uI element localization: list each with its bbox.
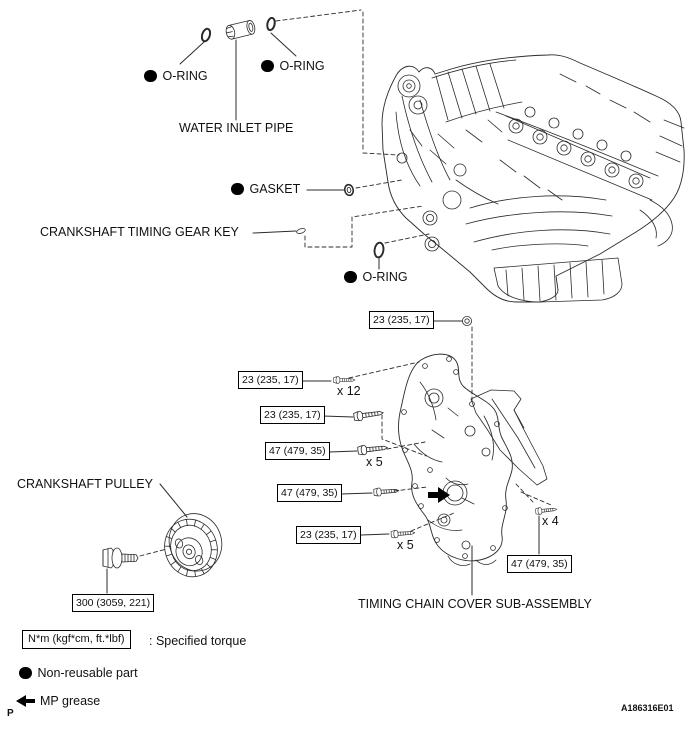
torque-box-4: 47 (479, 35) xyxy=(277,484,342,502)
timing-chain-cover-illustration xyxy=(398,353,548,566)
part-label-timing-chain-cover: TIMING CHAIN COVER SUB-ASSEMBLY xyxy=(358,597,592,611)
leader-lines xyxy=(106,32,540,596)
crankshaft-pulley-illustration xyxy=(164,513,223,578)
mp-grease-arrow-icon xyxy=(428,487,450,503)
part-label-gasket: GASKET xyxy=(231,182,300,196)
non-reusable-dot-icon xyxy=(261,59,274,72)
legend-non-reusable: Non-reusable part xyxy=(19,666,138,680)
legend-mp-grease: MP grease xyxy=(40,694,101,708)
cover-bolt-5-icon xyxy=(390,528,416,539)
upper-nut-icon xyxy=(461,315,472,326)
part-label-oring-top-left: O-RING xyxy=(144,69,208,83)
engine-assembly-illustration xyxy=(381,54,685,303)
oring-top-right-icon xyxy=(266,16,276,32)
cover-bolt-4-icon xyxy=(373,486,400,497)
mp-grease-arrow-icon xyxy=(16,695,35,707)
part-label-crankshaft-pulley: CRANKSHAFT PULLEY xyxy=(17,477,153,491)
oring-top-left-icon xyxy=(200,27,212,43)
part-label-oring-top-right: O-RING xyxy=(261,59,325,73)
dashed-leader-lines xyxy=(139,9,552,557)
non-reusable-dot-icon xyxy=(144,69,157,82)
torque-box-5: 23 (235, 17) xyxy=(296,526,361,544)
gasket-icon xyxy=(343,183,355,197)
cover-bolt-2-icon xyxy=(352,407,385,422)
part-label-water-inlet-pipe: WATER INLET PIPE xyxy=(179,121,294,135)
figure-code: A186316E01 xyxy=(621,703,674,713)
part-label-crankshaft-timing-gear-key: CRANKSHAFT TIMING GEAR KEY xyxy=(40,225,239,239)
torque-box-3: 47 (479, 35) xyxy=(265,442,330,460)
qty-x12: x 12 xyxy=(337,384,361,398)
pulley-bolt-icon xyxy=(102,547,139,569)
qty-x5-a: x 5 xyxy=(366,455,383,469)
non-reusable-dot-icon xyxy=(19,666,32,679)
legend-torque-unit-box: N*m (kgf*cm, ft.*lbf) xyxy=(22,630,131,649)
torque-box-1: 23 (235, 17) xyxy=(238,371,303,389)
timing-gear-key-icon xyxy=(296,228,306,234)
part-label-oring-middle: O-RING xyxy=(344,270,408,284)
torque-box-upper: 23 (235, 17) xyxy=(369,311,434,329)
torque-box-pulley: 300 (3059, 221) xyxy=(72,594,155,612)
qty-x4: x 4 xyxy=(542,514,559,528)
cover-bolt-3-icon xyxy=(357,442,389,456)
legend-torque-caption: : Specified torque xyxy=(149,634,247,648)
page-marker: P xyxy=(7,708,14,719)
qty-x5-b: x 5 xyxy=(397,538,414,552)
non-reusable-dot-icon xyxy=(231,182,244,195)
non-reusable-dot-icon xyxy=(344,270,357,283)
oring-middle-icon xyxy=(373,241,385,259)
torque-box-bracket: 47 (479, 35) xyxy=(507,555,572,573)
torque-box-2: 23 (235, 17) xyxy=(260,406,325,424)
water-inlet-pipe-icon xyxy=(225,20,256,40)
